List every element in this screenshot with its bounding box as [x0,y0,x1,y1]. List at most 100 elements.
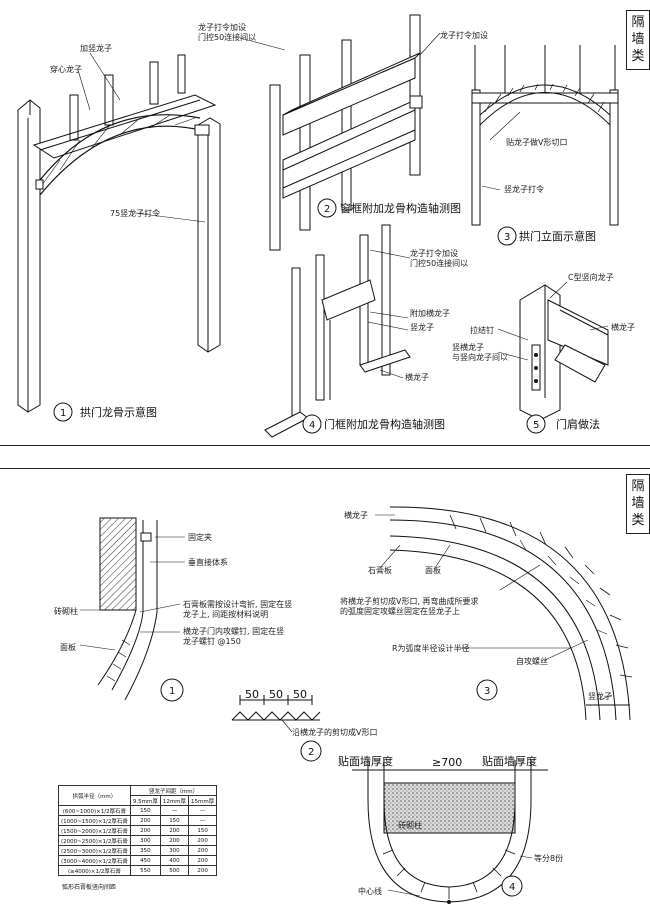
table-cell: (≥4000)×1/2厚石膏 [58,865,131,876]
table-cell: 550 [129,865,161,876]
detail1-label: 面板 [60,642,76,652]
detail2-dim: 50 [269,688,283,701]
fig2-label: 门控50连接间以 [198,32,256,42]
fig4-number: 4 [309,420,315,431]
table-cell: 200 [188,855,218,866]
table-cell: (2000~2500)×1/2厚石膏 [58,835,131,846]
detail1-number: 1 [169,686,175,697]
table-row: (2000~2500)×1/2厚石膏 300 200 200 [58,835,218,846]
table-cell: 200 [159,835,190,846]
table-row: (3000~4000)×1/2厚石膏 450 400 200 [58,855,218,866]
detail4-label: 砖砌柱 [398,820,422,830]
fig1-label: 加竖龙子 [80,43,112,53]
spec-table-note: 弧形石膏板竖向间距 [62,884,117,891]
fig5-label: 竖横龙子 [452,342,484,352]
side-tab-char: 墙 [631,496,645,511]
detail1-label: 固定夹 [188,532,212,542]
detail1-number-circle [160,678,184,702]
spec-subheader: 15mm厚 [188,795,218,806]
detail3-label: 自攻螺丝 [516,656,548,666]
fig3-arch-elevation [471,45,619,226]
fig5-door-shoulder [519,284,609,421]
fig5-label: C型竖向龙子 [568,272,614,282]
fig4-number-circle [302,414,322,434]
side-tab-bottom: 隔 墙 类 [626,474,650,534]
detail4-dim: 贴面墙厚度 [338,754,393,768]
fig5-leaders [497,281,609,361]
table-row: (≥4000)×1/2厚石膏 550 500 200 [58,865,218,876]
detail2-number-circle [300,740,322,762]
fig4-label: 横龙子 [405,372,429,382]
table-row: (2500~3000)×1/2厚石膏 350 300 200 [58,845,218,856]
detail4-leaders [387,855,533,897]
detail3-label: 的弧度固定攻螺丝固定在竖龙子上 [340,606,460,616]
fig4-door-frame [264,224,411,438]
fig2-window-frame [269,14,423,251]
side-tab-top: 隔 墙 类 [626,10,650,70]
table-cell: (600~1000)×1/2厚石膏 [58,805,131,816]
fig2-leaders [239,32,441,56]
fig4-leaders [367,249,411,379]
fig5-number-circle [526,414,546,434]
detail2-label: 沿横龙子的剪切成V形口 [292,727,377,737]
detail2-leader [281,719,293,733]
fig4-label: 门控50连接间以 [410,258,468,268]
side-tab-char: 类 [631,49,645,64]
table-cell: 200 [188,865,218,876]
table-cell: — [188,805,218,816]
side-tab-char: 类 [631,513,645,528]
detail1-section [97,517,158,701]
detail1-label: 垂直接体系 [188,557,228,567]
spec-header-col: 拱弧半径（mm） [58,785,131,806]
detail3-label: 横龙子 [344,510,368,520]
detail2-number: 2 [308,747,314,758]
fig1-label: 75竖龙子打令 [110,208,160,218]
fig4-caption: 门框附加龙骨构造轴测图 [324,417,445,431]
fig2-label: 龙子打令加设 [198,22,246,32]
table-cell: — [159,805,190,816]
fig1-label: 穿心龙子 [50,64,82,74]
detail3-curve [389,506,633,721]
detail1-label: 石膏板需按设计弯折, 固定在竖 [183,599,292,609]
detail3-leaders [375,514,613,701]
table-cell: (1000~1500)×1/2厚石膏 [58,815,131,826]
table-cell: 200 [188,845,218,856]
detail1-label: 龙子上, 间距按材料说明 [183,609,268,619]
table-cell: 450 [129,855,161,866]
fig2-number: 2 [324,204,330,215]
fig2-label: 龙子打令加设 [440,30,488,40]
detail2-dim: 50 [293,688,307,701]
table-cell: 150 [129,805,161,816]
table-row: (600~1000)×1/2厚石膏 150 — — [58,805,218,816]
table-cell: 200 [129,815,161,826]
fig1-number: 1 [60,408,66,419]
table-cell: 200 [188,835,218,846]
detail3-label: 竖龙子 [588,691,612,701]
detail4-label: 中心线 [358,886,382,896]
detail3-label: 面板 [425,565,441,575]
detail2-vcut [231,695,321,721]
detail1-leaders [79,536,185,651]
detail4-dim: ≥700 [432,756,462,769]
table-cell: (2500~3000)×1/2厚石膏 [58,845,131,856]
table-cell: 150 [188,825,218,836]
detail1-label: 龙子螺钉 @150 [183,636,241,646]
spec-subheader: 9.5mm厚 [129,795,161,806]
fig5-label: 拉结钉 [470,325,494,335]
fig5-label: 横龙子 [611,322,635,332]
fig1-leaders [77,52,206,223]
fig3-caption: 拱门立面示意图 [519,229,596,243]
table-cell: 300 [159,845,190,856]
table-cell: 200 [159,825,190,836]
fig4-label: 龙子打令加设 [410,248,458,258]
fig3-number: 3 [504,232,510,243]
spec-subheader: 12mm厚 [159,795,190,806]
table-cell: 500 [159,865,190,876]
table-cell: — [188,815,218,826]
detail4-number-circle [501,875,523,897]
fig4-label: 附加横龙子 [410,308,450,318]
fig4-label: 竖龙子 [410,322,434,332]
fig3-number-circle [497,226,517,246]
table-cell: 350 [129,845,161,856]
